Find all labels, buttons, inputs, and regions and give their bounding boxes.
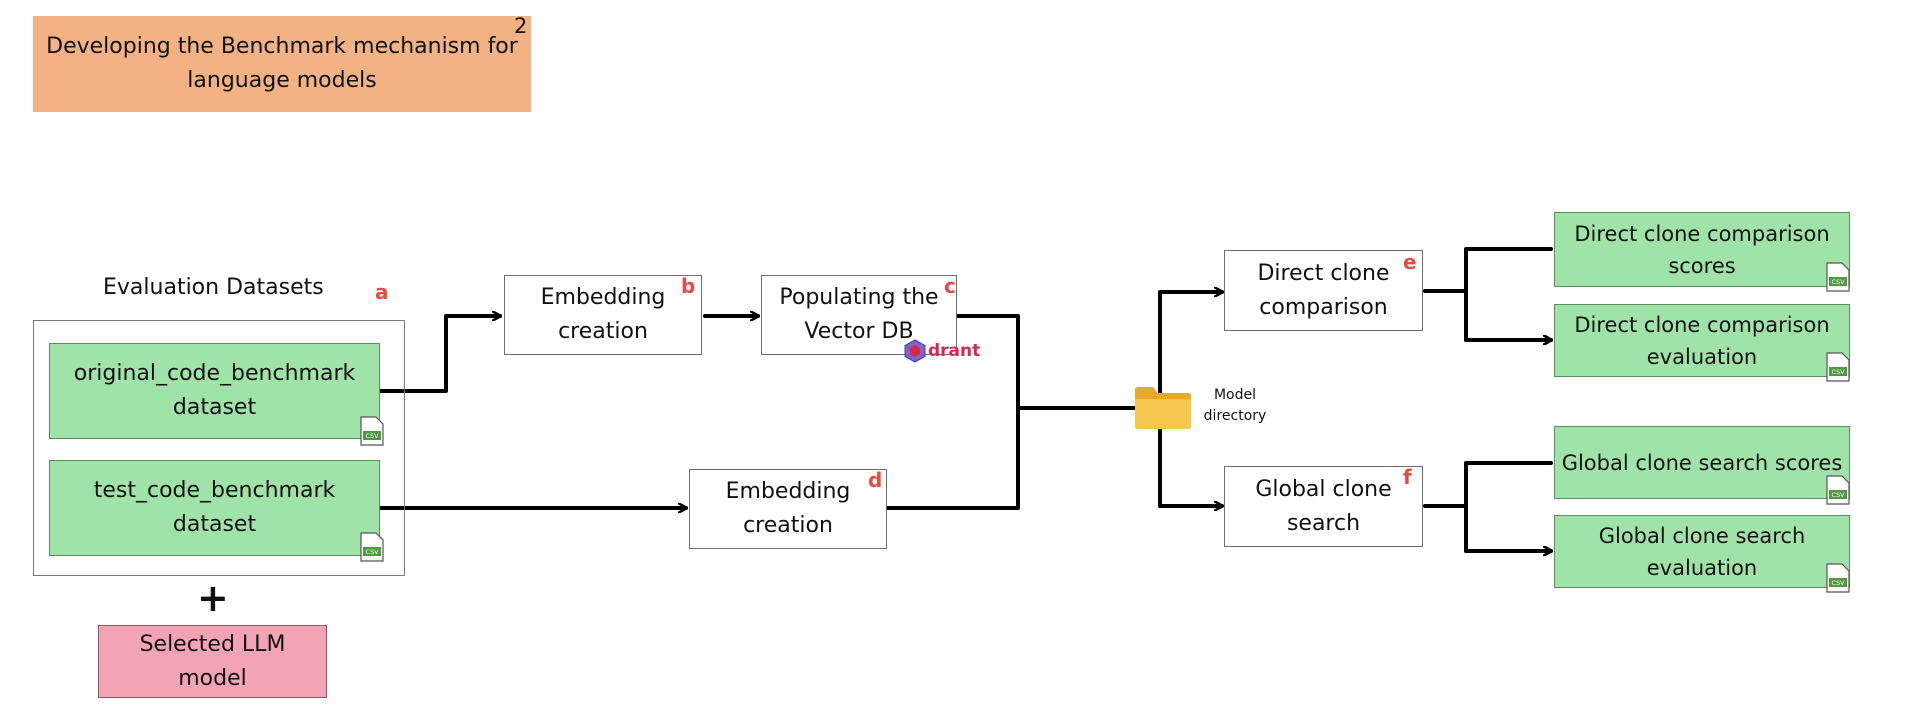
step-direct-clone-comparison-e: Direct clone comparison [1224,250,1423,331]
step-marker-b: b [681,274,696,298]
step-marker-c: c [944,274,956,298]
csv-file-icon: CSV [1826,352,1850,382]
step-embedding-creation-b: Embedding creation [504,275,702,355]
arrow-dataset-to-embedding-b [376,316,502,393]
csv-file-icon: CSV [1826,262,1850,292]
step-marker-d: d [868,468,883,492]
svg-text:CSV: CSV [365,432,379,440]
output-direct-clone-comparison-scores: Direct clone comparison scores [1554,212,1850,287]
plus-icon: + [197,576,229,620]
step-f-label: Global clone search [1255,476,1392,536]
dataset-original-label: original_code_benchmark dataset [73,361,356,420]
output-1-label: Direct clone comparison evaluation [1574,312,1830,369]
dataset-test-label: test_code_benchmark dataset [93,478,336,537]
dataset-test: test_code_benchmark dataset [49,460,380,556]
output-global-clone-search-scores: Global clone search scores [1554,426,1850,499]
arrow-f-to-outputs [1423,461,1551,551]
datasets-heading: Evaluation Datasets [103,275,324,300]
step-global-clone-search-f: Global clone search [1224,466,1423,547]
step-marker-a: a [375,280,389,304]
step-populating-vector-db-c: Populating the Vector DB [761,275,957,355]
step-marker-f: f [1403,465,1412,489]
csv-file-icon: CSV [360,416,384,446]
model-directory-label: Model directory [1203,387,1267,424]
folder-icon [1135,387,1191,429]
output-direct-clone-comparison-evaluation: Direct clone comparison evaluation [1554,304,1850,377]
dataset-original: original_code_benchmark dataset [49,343,380,439]
selected-llm-model: Selected LLM model [98,625,327,698]
svg-text:CSV: CSV [1831,579,1845,587]
arrow-e-to-outputs [1423,247,1551,340]
diagram-title-text: Developing the Benchmark mechanism for l… [46,34,518,93]
step-b-label: Embedding creation [540,285,666,344]
output-0-label: Direct clone comparison scores [1574,221,1830,278]
svg-text:CSV: CSV [1831,368,1845,376]
arrow-folder-to-f [1158,406,1224,506]
step-c-label: Populating the Vector DB [779,285,939,344]
line-c-to-folder [956,314,1137,410]
csv-file-icon: CSV [360,532,384,562]
output-2-label: Global clone search scores [1561,450,1843,475]
diagram-number: 2 [514,14,528,38]
datasets-group [33,320,405,576]
output-3-label: Global clone search evaluation [1598,523,1806,580]
arrow-folder-to-e [1158,292,1224,410]
qdrant-hexagon-icon [904,339,926,363]
step-d-label: Embedding creation [725,479,851,538]
qdrant-logo: drant [904,339,980,363]
step-embedding-creation-d: Embedding creation [689,469,887,549]
step-e-label: Direct clone comparison [1257,260,1390,320]
output-global-clone-search-evaluation: Global clone search evaluation [1554,515,1850,588]
line-d-to-folder [884,406,1020,510]
csv-file-icon: CSV [1826,475,1850,505]
step-marker-e: e [1403,250,1417,274]
selected-llm-model-label: Selected LLM model [139,631,286,691]
csv-file-icon: CSV [1826,563,1850,593]
svg-text:CSV: CSV [1831,278,1845,286]
svg-text:CSV: CSV [365,548,379,556]
svg-text:CSV: CSV [1831,491,1845,499]
diagram-title: Developing the Benchmark mechanism for l… [33,16,531,112]
qdrant-logo-text: drant [928,341,981,361]
